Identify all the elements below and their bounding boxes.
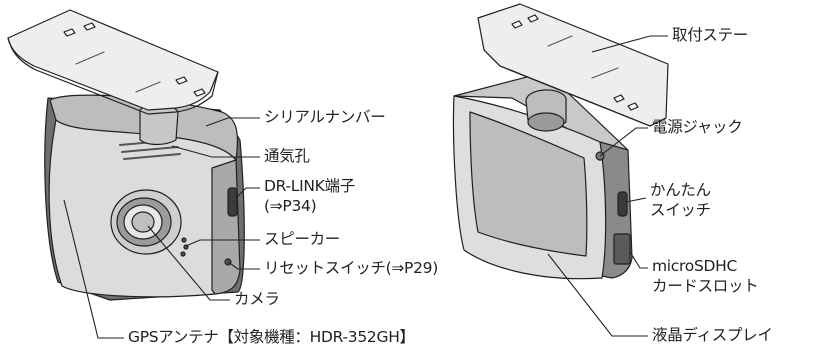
leader-reset — [227, 261, 260, 270]
leader-camera — [147, 225, 230, 301]
label-sd-slot-line2: カードスロット — [652, 277, 759, 295]
leader-mount-stay — [591, 35, 668, 53]
label-camera: カメラ — [234, 290, 280, 308]
leader-gps — [63, 199, 124, 339]
leader-serial-number — [205, 117, 260, 127]
leader-sd-slot — [629, 251, 648, 269]
label-gps-antenna: GPSアンテナ【対象機種：HDR-352GH】 — [128, 328, 415, 346]
leader-easy-switch — [625, 197, 647, 203]
label-power-jack: 電源ジャック — [652, 118, 743, 136]
label-sd-slot: microSDHC カードスロット — [652, 256, 759, 296]
label-vent: 通気孔 — [264, 147, 310, 165]
label-easy-switch-line1: かんたん — [650, 181, 711, 199]
right-device-illustration — [452, 3, 669, 280]
label-lcd-display: 液晶ディスプレイ — [652, 326, 773, 344]
label-serial-number: シリアルナンバー — [264, 108, 386, 126]
label-easy-switch-line2: スイッチ — [650, 201, 711, 219]
label-drlink: DR-LINK端子 (⇒P34) — [264, 176, 355, 216]
leader-speaker — [185, 239, 260, 247]
label-speaker: スピーカー — [264, 230, 341, 248]
leader-lines — [63, 35, 668, 339]
left-device-illustration — [7, 9, 245, 301]
leader-vent — [171, 145, 260, 158]
label-drlink-line1: DR-LINK端子 — [264, 177, 355, 195]
leader-lcd — [547, 253, 648, 337]
label-sd-slot-line1: microSDHC — [652, 257, 737, 275]
leader-power-jack — [599, 127, 648, 157]
label-mount-stay: 取付ステー — [672, 26, 749, 44]
label-drlink-line2: (⇒P34) — [264, 197, 317, 215]
label-easy-switch: かんたん スイッチ — [650, 180, 711, 220]
leader-drlink — [235, 187, 260, 199]
label-reset-switch: リセットスイッチ(⇒P29) — [264, 259, 438, 277]
